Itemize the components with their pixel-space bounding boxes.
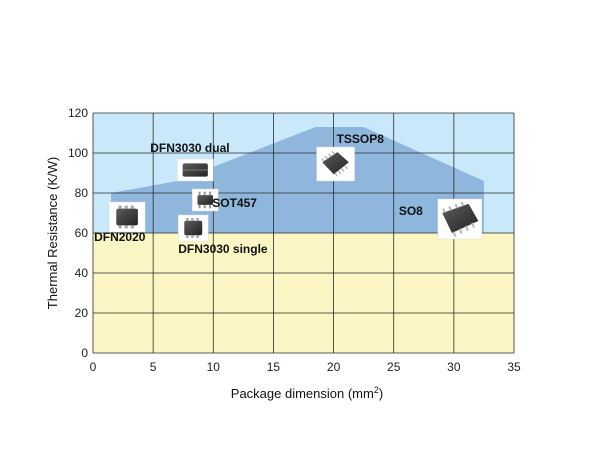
y-tick-label: 20 [75, 306, 89, 320]
package-label-dfn3030-single: DFN3030 single [178, 242, 268, 256]
package-label-dfn2020: DFN2020 [94, 230, 146, 244]
x-tick-label: 5 [150, 360, 157, 374]
package-so8-icon [437, 198, 483, 240]
package-label-tssop8: TSSOP8 [337, 132, 385, 146]
lower-band [93, 233, 514, 353]
x-tick-label: 35 [507, 360, 521, 374]
package-dfn3030-dual-icon [176, 158, 214, 182]
plot-area [92, 112, 515, 354]
y-tick-label: 100 [68, 146, 88, 160]
package-tssop8-icon [316, 146, 355, 182]
y-tick-label: 120 [68, 106, 88, 120]
y-tick-label: 80 [75, 186, 89, 200]
x-tick-label: 10 [207, 360, 221, 374]
y-axis-label: Thermal Resistance (K/W) [45, 157, 60, 309]
y-tick-label: 40 [75, 266, 89, 280]
package-dfn3030-single-icon [177, 214, 209, 242]
y-tick-label: 0 [81, 346, 88, 360]
package-dfn2020-icon [108, 201, 146, 233]
x-tick-labels: 0 5 10 15 20 25 30 35 [90, 360, 521, 374]
y-tick-labels: 0 20 40 60 80 100 120 [68, 106, 88, 360]
x-tick-label: 15 [267, 360, 281, 374]
x-tick-label: 0 [90, 360, 97, 374]
x-tick-label: 25 [387, 360, 401, 374]
x-axis-label: Package dimension (mm2) [231, 385, 383, 401]
x-tick-label: 30 [447, 360, 461, 374]
package-label-dfn3030-dual: DFN3030 dual [150, 141, 229, 155]
x-tick-label: 20 [327, 360, 341, 374]
package-label-sot457: SOT457 [212, 196, 257, 210]
y-tick-label: 60 [75, 226, 89, 240]
package-sot457-icon [192, 188, 219, 212]
package-label-so8: SO8 [399, 204, 423, 218]
